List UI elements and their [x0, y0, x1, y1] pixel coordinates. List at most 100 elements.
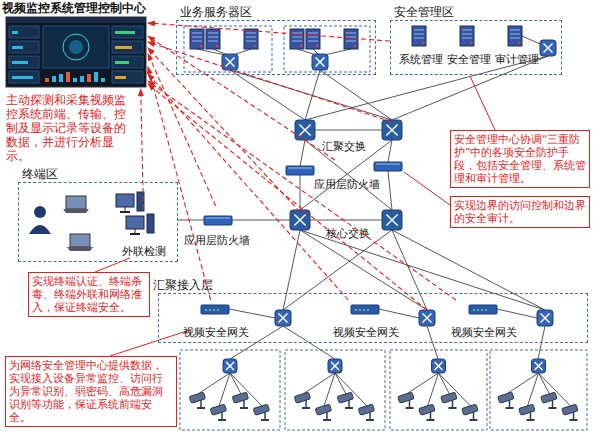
screen-bar: [115, 61, 129, 64]
camera-icon: [498, 392, 514, 409]
laptop-icon: [67, 234, 93, 251]
callout-box: 为网络安全管理中心提供数据，实现接入设备异常监控、访问行为异常识别、弱密码、高危…: [5, 356, 177, 427]
camera-stand: [452, 400, 454, 407]
network-link: [305, 70, 320, 120]
switch-body: [382, 120, 402, 140]
server-slot: [292, 41, 302, 42]
switch-icon: [540, 40, 556, 56]
laptop-icon: [63, 196, 89, 213]
server-body: [460, 26, 474, 46]
screen-widget: [9, 41, 39, 53]
server-light: [470, 42, 473, 45]
camera-stand: [264, 412, 266, 419]
network-link: [283, 230, 300, 310]
camera-stand: [326, 412, 328, 419]
user-body: [29, 225, 51, 234]
server-icon: [244, 29, 258, 49]
network-link: [428, 373, 439, 406]
network-link: [300, 175, 301, 210]
screen-chart-bar: [59, 74, 63, 82]
zone-box: 业务服务器区: [176, 20, 376, 75]
desktop-monitor: [116, 194, 134, 207]
camera-base: [570, 419, 578, 421]
camera-stand: [509, 400, 511, 407]
server-body: [190, 29, 204, 49]
server-slot: [292, 37, 302, 38]
server-light: [254, 45, 257, 48]
screen-bar: [12, 76, 33, 79]
network-link: [320, 70, 392, 120]
zone-heading: 汇聚接入层: [153, 277, 213, 294]
terminal-node: 外联检测: [113, 209, 175, 259]
gateway-light: [481, 309, 483, 311]
server-node: 安全管理: [447, 25, 491, 67]
server-slot: [192, 41, 202, 42]
gateway-node: 视频安全网关: [449, 300, 519, 340]
server-slot: [414, 38, 424, 39]
gateway-node: 视频安全网关: [181, 300, 251, 340]
screen-bar: [115, 76, 126, 79]
camera-group-frame: [180, 350, 280, 430]
server-slot: [510, 38, 520, 39]
callout-box: 安全管理中心协调“三重防护”中的各项安全防护手段，包括安全管理、系统管理和审计管…: [450, 130, 590, 188]
gateway-light: [367, 309, 369, 311]
camera-stand: [409, 400, 411, 407]
server-slot: [208, 41, 218, 42]
switch-arrows: [294, 214, 305, 225]
network-link: [388, 140, 392, 162]
server-group-frame: [284, 26, 370, 72]
gateway-light: [485, 309, 487, 311]
network-link: [232, 220, 290, 221]
data-flow-arrow: [148, 67, 211, 300]
network-link: [305, 56, 548, 120]
server-slot: [246, 41, 256, 42]
server-body: [508, 26, 522, 46]
gateway-light: [355, 309, 357, 311]
server-light: [216, 45, 219, 48]
screen-chart-bar: [52, 76, 56, 82]
callout-leader: [470, 76, 495, 130]
switch-icon: [295, 120, 315, 140]
annotation-note: 主动探测和采集视频监控系统前端、传输、控制及显示记录等设备的数据，并进行分析显示…: [6, 93, 134, 163]
network-link: [335, 373, 346, 394]
network-link: [407, 373, 439, 394]
switch-arrows: [386, 124, 397, 135]
network-link: [324, 373, 335, 406]
camera-stand: [243, 400, 245, 407]
switch-icon: [382, 210, 402, 230]
camera-icon: [562, 404, 578, 421]
camera-stand: [473, 412, 475, 419]
network-link: [230, 373, 241, 394]
zone-box: 系统管理安全管理审计管理安全管理区: [390, 20, 562, 75]
device-label: 外联检测: [113, 245, 175, 259]
firewall-icon: [204, 216, 232, 225]
callout-box: 实现终端认证、终端杀毒、终端外联和网络准入，保证终端安全。: [28, 272, 150, 317]
desktop-stand: [125, 207, 126, 211]
camera-body: [441, 392, 457, 403]
firewall-body: [286, 166, 314, 175]
server-slot: [462, 30, 472, 31]
firewall-highlight: [376, 164, 400, 165]
gateway-light: [205, 309, 207, 311]
screen-widget: [112, 26, 143, 38]
camera-icon: [315, 404, 331, 421]
gateway-light: [209, 309, 211, 311]
callout-text: 实现边界的访问控制和边界的安全审计。: [454, 199, 586, 225]
server-icon: [206, 29, 220, 49]
camera-base: [366, 419, 374, 421]
camera-icon: [441, 392, 457, 409]
camera-icon: [462, 404, 478, 421]
screen-bar: [115, 31, 135, 34]
camera-base: [449, 407, 457, 409]
camera-body: [210, 404, 226, 415]
device-group-label: 核心交换: [326, 226, 370, 241]
switch-body: [540, 40, 556, 56]
screen-widget: [112, 71, 143, 83]
switch-body: [295, 120, 315, 140]
gateway-icon: [201, 305, 229, 314]
camera-icon: [210, 404, 226, 421]
server-slot: [462, 38, 472, 39]
desktop-icon: [116, 192, 144, 213]
data-flow-arrow: [148, 81, 456, 300]
server-body: [344, 29, 358, 49]
